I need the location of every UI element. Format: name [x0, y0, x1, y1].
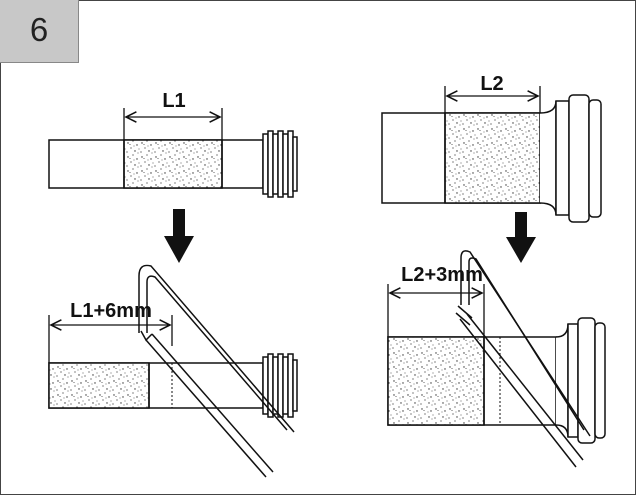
cutting-tool-right: [455, 250, 591, 468]
insulation-top-right: [444, 112, 541, 204]
dimension-l2-plus-3mm: [387, 284, 485, 337]
insulation-top-left: [123, 139, 223, 189]
pipe-top-left: [48, 130, 298, 198]
insulation-bottom-right: [387, 336, 485, 426]
label-l2: L2: [480, 73, 503, 95]
down-arrow-right: [506, 212, 536, 263]
label-l1: L1: [162, 90, 185, 112]
step-number-box: 6: [0, 0, 79, 63]
threaded-end-top-left: [262, 130, 298, 198]
threaded-end-bottom-left: [262, 353, 298, 418]
cutting-tool-left: [138, 264, 295, 478]
dimension-l2: [444, 86, 541, 113]
dimension-l1: [123, 108, 223, 140]
step-number: 6: [29, 11, 49, 48]
label-l1-plus-6mm: L1+6mm: [70, 300, 152, 322]
dimension-l1-plus-6mm: [48, 315, 173, 363]
down-arrow-left: [164, 209, 194, 263]
pipe-bottom-left: [48, 353, 298, 418]
label-l2-plus-3mm: L2+3mm: [401, 264, 483, 286]
fitting-bottom-right: [387, 317, 606, 444]
fitting-top-right: [381, 94, 602, 223]
insulation-bottom-left: [48, 362, 150, 409]
